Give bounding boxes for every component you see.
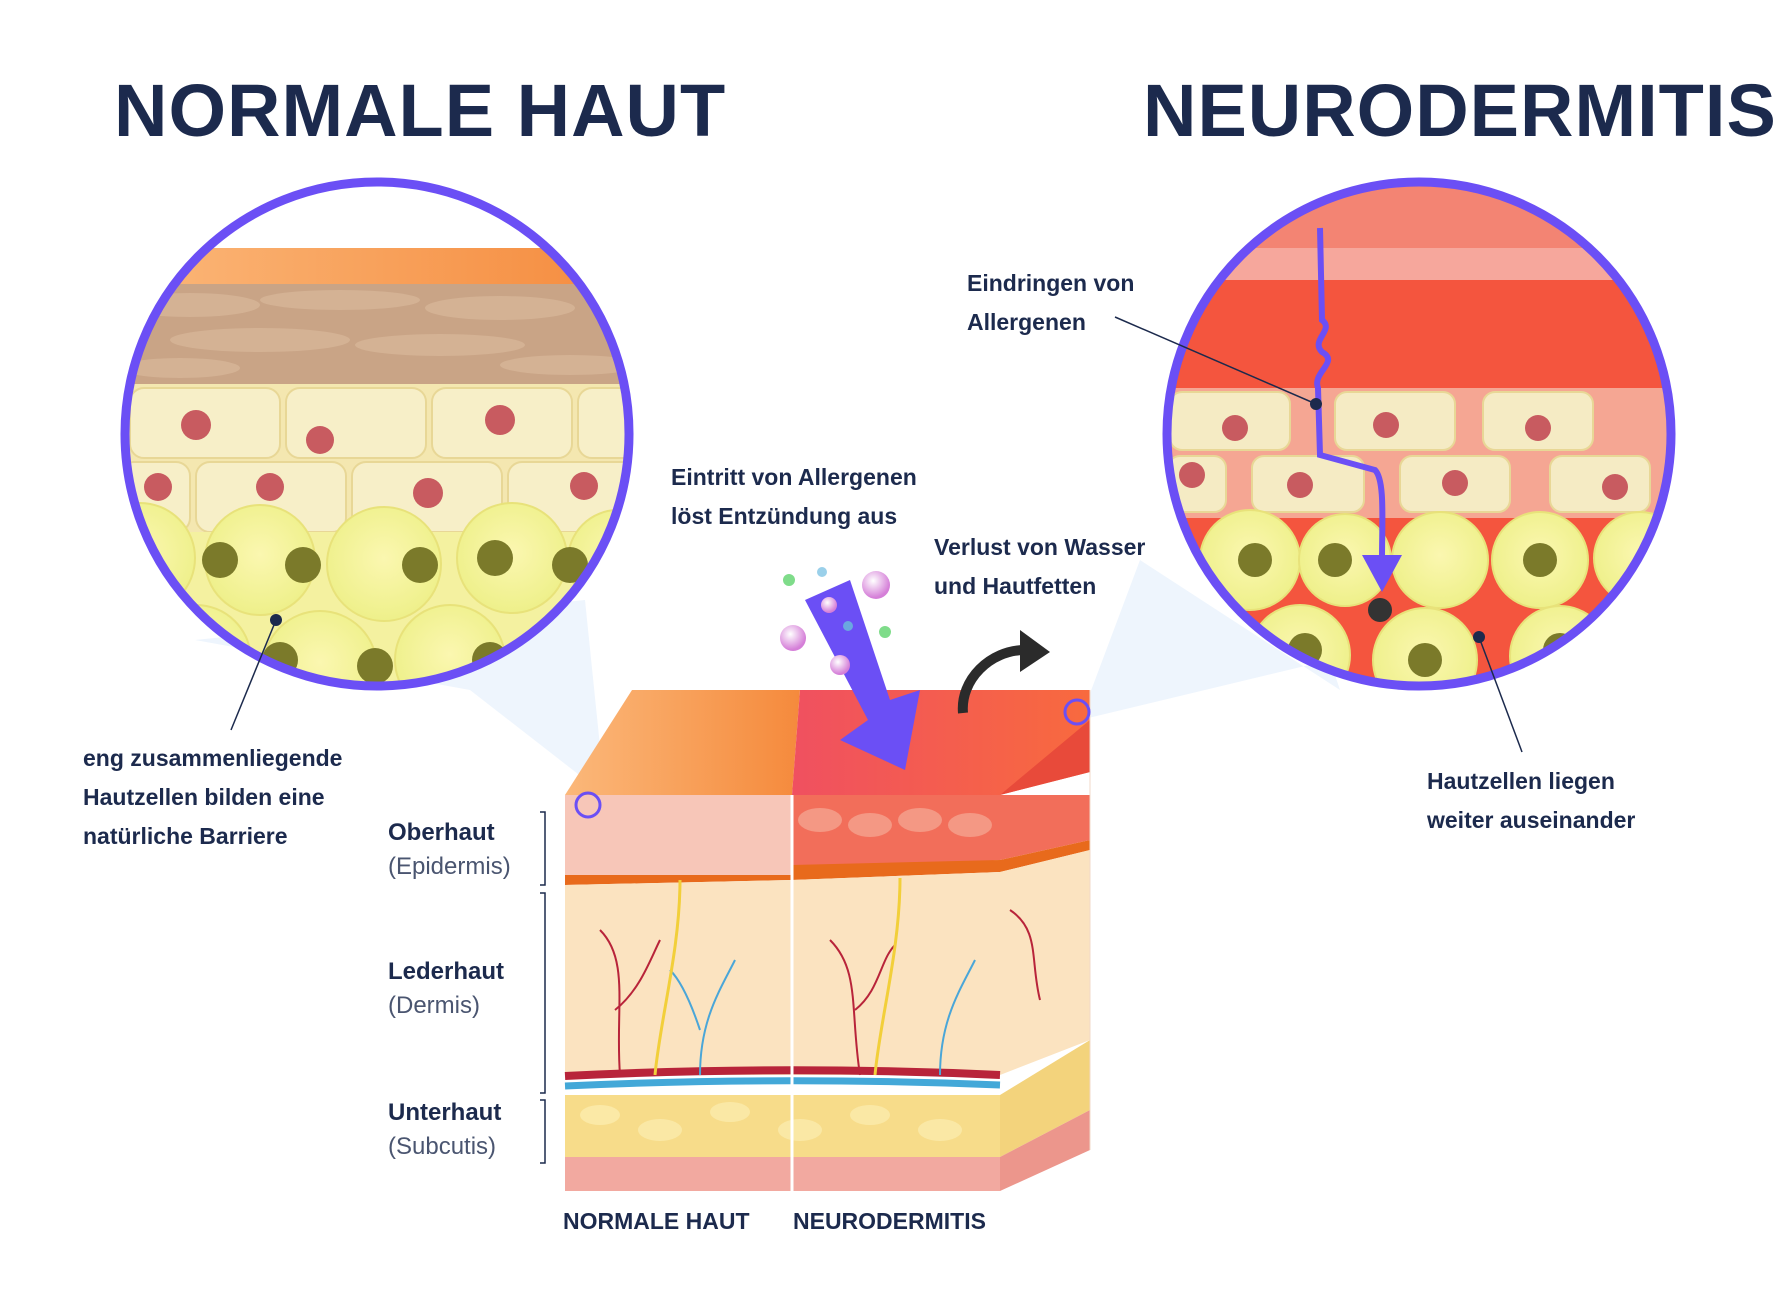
- layer-label-subcutis: Unterhaut (Subcutis): [388, 1099, 502, 1160]
- neurodermitis-zoom: [1169, 184, 1669, 684]
- bottom-label-neurodermitis: NEURODERMITIS: [793, 1208, 986, 1234]
- title-neurodermitis: NEURODERMITIS: [1143, 69, 1777, 152]
- penetration-path-icon: [1314, 227, 1386, 561]
- layer-label-dermis: Lederhaut (Dermis): [388, 958, 505, 1019]
- callout-water-loss: Verlust von Wasser und Hautfetten: [934, 534, 1146, 599]
- skin-cross-section: [564, 690, 1091, 1191]
- zoom-cone-right: [1080, 560, 1340, 720]
- water-loss-arrow-icon: [957, 645, 1026, 714]
- callout-allergen-penetration: Eindringen von Allergenen: [967, 270, 1135, 335]
- zoom-circle-right: [1162, 177, 1676, 691]
- layer-label-epidermis: Oberhaut (Epidermis): [388, 819, 511, 880]
- callout-cells-apart: Hautzellen liegen weiter auseinander: [1427, 768, 1636, 833]
- allergen-arrow-icon: [805, 580, 920, 770]
- bottom-label-normal: NORMALE HAUT: [563, 1208, 750, 1234]
- normal-skin-zoom: [127, 184, 627, 684]
- allergen-particle-icon: [780, 567, 891, 675]
- title-normal-skin: NORMALE HAUT: [114, 69, 727, 152]
- callout-allergen-entry: Eintritt von Allergenen löst Entzündung …: [671, 464, 917, 529]
- layer-brackets: [540, 811, 546, 1164]
- callout-barrier: eng zusammenliegende Hautzellen bilden e…: [83, 745, 343, 849]
- zoom-circle-left: [120, 177, 634, 691]
